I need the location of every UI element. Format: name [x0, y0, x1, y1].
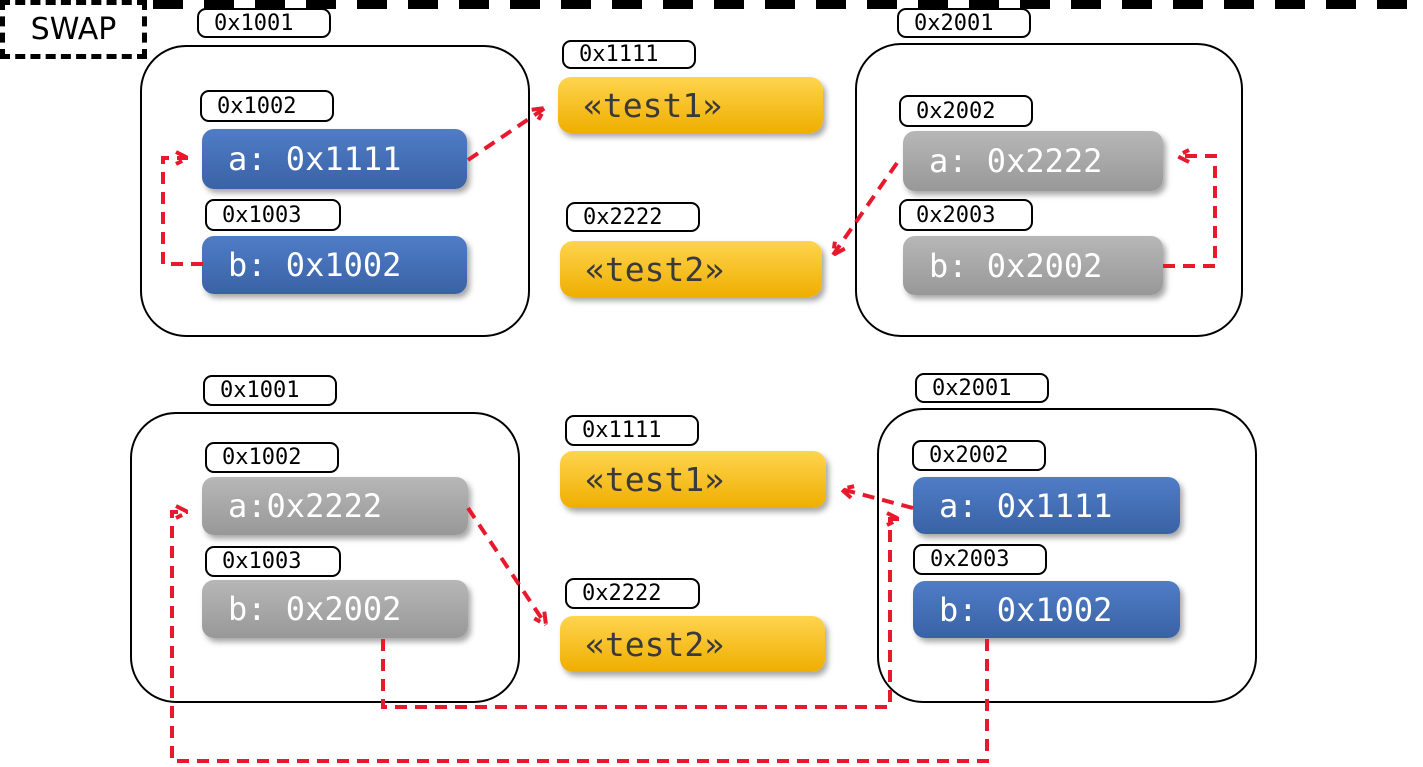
address-tag-frame: 0x2001	[897, 8, 1031, 38]
variable-box-a: a:0x2222	[202, 477, 468, 535]
heap-object-test1: «test1»	[560, 451, 826, 508]
heap-object-test2: «test2»	[560, 616, 825, 672]
swap-divider-line	[0, 0, 1423, 9]
address-tag-heap-test2: 0x2222	[565, 578, 700, 609]
address-tag-var-b: 0x2003	[899, 199, 1033, 231]
swap-label-box: SWAP	[0, 0, 147, 59]
variable-box-b: b: 0x1002	[913, 581, 1180, 638]
variable-box-b: b: 0x2002	[903, 236, 1163, 295]
address-tag-var-b: 0x1003	[205, 199, 341, 231]
address-tag-var-a: 0x2002	[912, 440, 1046, 471]
address-tag-var-b: 0x2003	[913, 544, 1047, 575]
swap-label: SWAP	[30, 12, 117, 47]
heap-object-test2: «test2»	[560, 241, 822, 297]
address-tag-frame: 0x1001	[203, 375, 337, 406]
address-tag-heap-test2: 0x2222	[566, 202, 700, 232]
address-tag-var-a: 0x2002	[899, 95, 1033, 127]
variable-box-a: a: 0x1111	[913, 477, 1180, 534]
address-tag-var-a: 0x1002	[205, 442, 339, 473]
heap-object-test1: «test1»	[558, 77, 823, 133]
variable-box-a: a: 0x2222	[903, 131, 1163, 191]
address-tag-frame: 0x2001	[915, 373, 1049, 403]
address-tag-frame: 0x1001	[197, 8, 331, 38]
address-tag-heap-test1: 0x1111	[562, 40, 696, 69]
address-tag-heap-test1: 0x1111	[565, 415, 699, 446]
address-tag-var-b: 0x1003	[205, 546, 341, 577]
variable-box-a: a: 0x1111	[202, 129, 467, 189]
variable-box-b: b: 0x2002	[202, 580, 468, 638]
address-tag-var-a: 0x1002	[200, 90, 334, 122]
variable-box-b: b: 0x1002	[202, 236, 467, 294]
